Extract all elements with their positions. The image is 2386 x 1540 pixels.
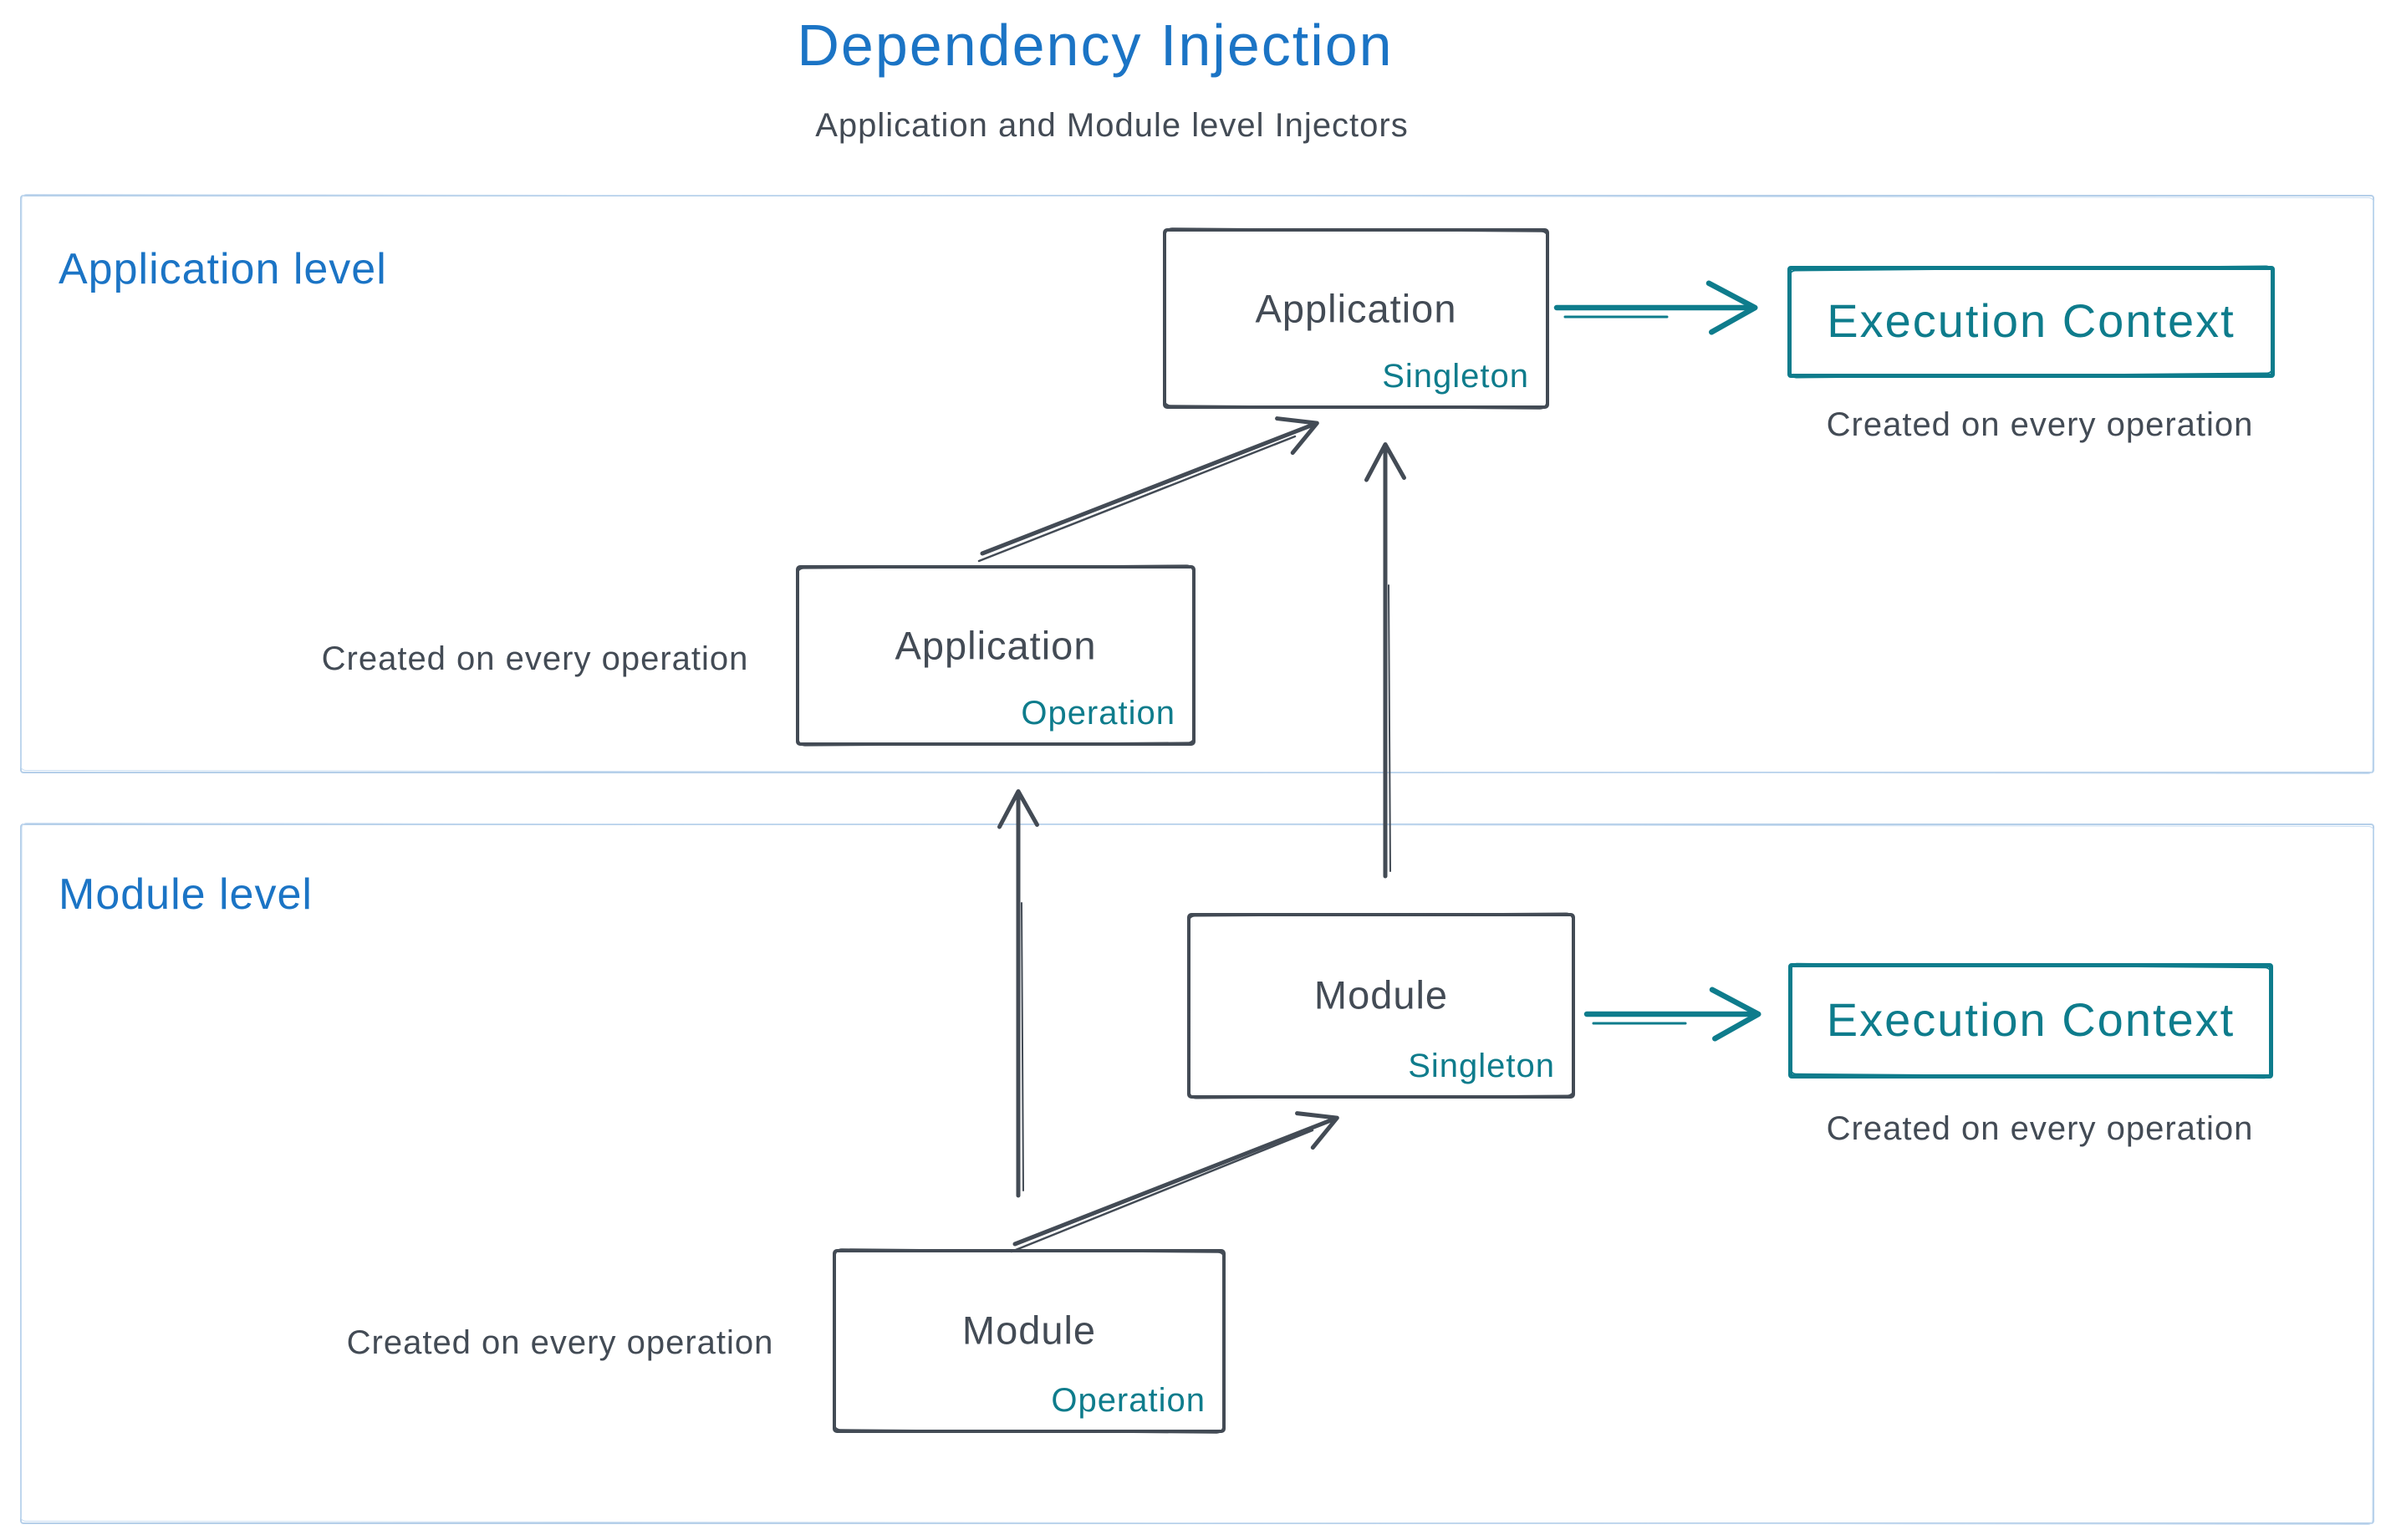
node-application-singleton-title: Application bbox=[1255, 286, 1457, 331]
node-module-singleton-title: Module bbox=[1313, 972, 1449, 1017]
page-subtitle: Application and Module level Injectors bbox=[815, 107, 1409, 144]
node-module-singleton-scope: Singleton bbox=[1408, 1048, 1555, 1084]
node-application-operation-title: Application bbox=[895, 623, 1097, 668]
node-application-operation-scope: Operation bbox=[1021, 695, 1175, 732]
node-module-operation-scope: Operation bbox=[1051, 1382, 1206, 1419]
application-level-container bbox=[20, 195, 2374, 773]
node-application-singleton: Application Singleton bbox=[1163, 228, 1549, 409]
node-module-operation: Module Operation bbox=[833, 1249, 1226, 1433]
node-application-execution-context: Execution Context bbox=[1787, 266, 2275, 378]
node-application-operation: Application Operation bbox=[796, 565, 1196, 746]
module-level-label: Module level bbox=[59, 870, 313, 919]
node-module-singleton: Module Singleton bbox=[1187, 913, 1575, 1099]
application-execution-context-label: Execution Context bbox=[1827, 294, 2236, 348]
module-execution-context-label: Execution Context bbox=[1826, 993, 2236, 1047]
page-title: Dependency Injection bbox=[797, 13, 1394, 78]
node-application-singleton-scope: Singleton bbox=[1382, 358, 1529, 395]
application-operation-note: Created on every operation bbox=[321, 640, 749, 677]
node-module-execution-context: Execution Context bbox=[1788, 963, 2273, 1079]
module-execution-context-note: Created on every operation bbox=[1826, 1110, 2254, 1147]
module-operation-note: Created on every operation bbox=[346, 1324, 774, 1361]
application-level-label: Application level bbox=[59, 245, 387, 293]
node-module-operation-title: Module bbox=[961, 1308, 1097, 1353]
application-execution-context-note: Created on every operation bbox=[1826, 406, 2254, 443]
module-level-container bbox=[20, 824, 2374, 1524]
